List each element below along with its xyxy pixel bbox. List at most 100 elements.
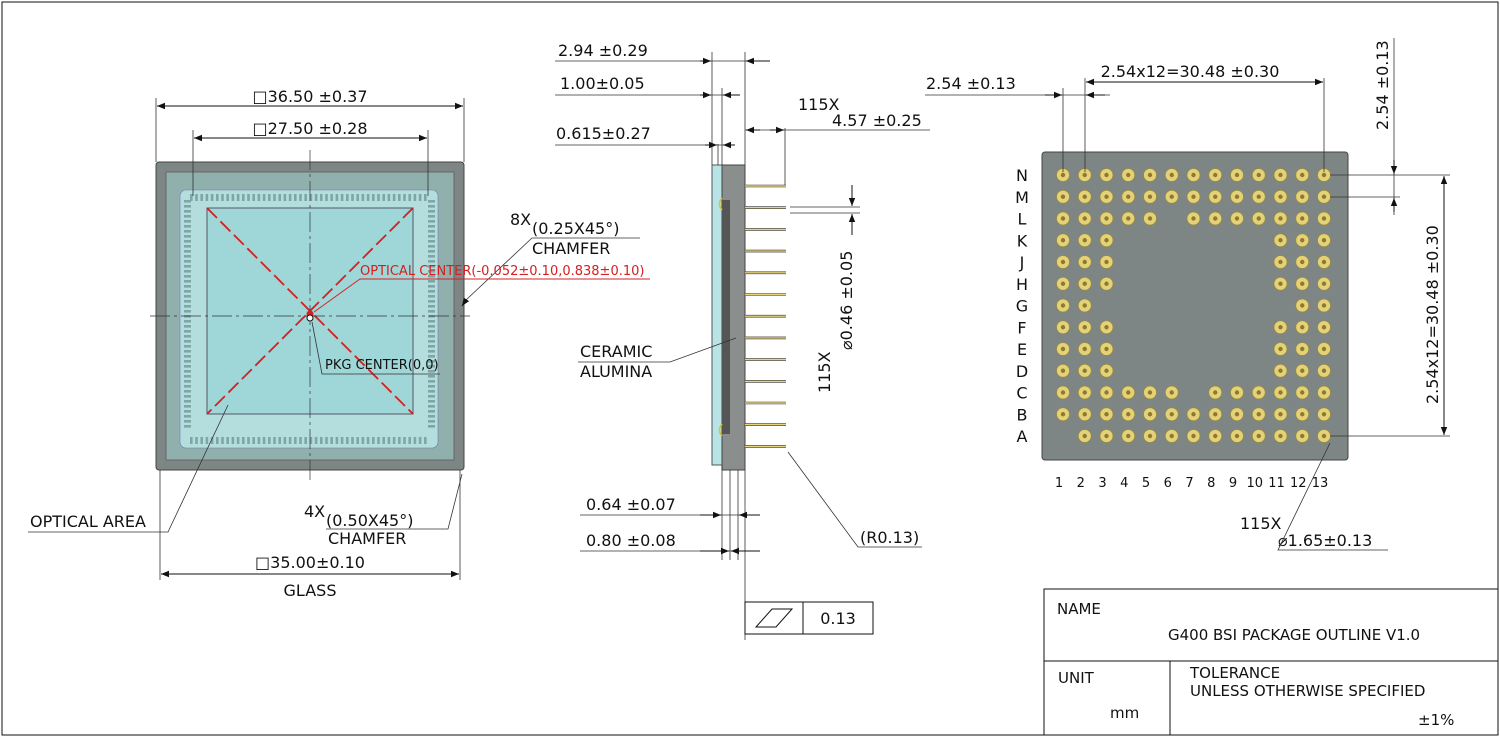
bond-pad (428, 420, 435, 423)
bond-pad (428, 230, 435, 233)
pin-pad-center (1278, 325, 1283, 330)
bond-pad (184, 205, 191, 208)
bond-pad (184, 290, 191, 293)
bond-pad (184, 330, 191, 333)
bond-pad (247, 194, 250, 201)
material-line1: CERAMIC (580, 342, 652, 361)
bond-pad (428, 280, 435, 283)
dim-bottom1: 0.64 ±0.07 (586, 495, 676, 514)
bond-pad (184, 340, 191, 343)
bond-pad (216, 437, 219, 444)
pin-pad-center (1278, 238, 1283, 243)
row-label: N (1016, 166, 1028, 185)
bond-pad (278, 437, 281, 444)
pin-pad-center (1321, 390, 1327, 395)
pin-pad-center (1060, 238, 1066, 243)
bond-pad (309, 437, 313, 444)
bond-pad (330, 194, 333, 201)
bond-pad (428, 350, 435, 353)
row-label: B (1017, 405, 1028, 424)
pin-pad-center (1104, 281, 1109, 286)
bond-pad (428, 295, 435, 298)
bond-pad (428, 225, 435, 228)
optical-center-label: OPTICAL CENTER(-0.052±0.10,0.838±0.10) (360, 264, 644, 279)
pin-pad-center (1147, 433, 1153, 439)
bond-pad (428, 370, 435, 373)
pin-pad-center (1321, 325, 1327, 330)
bond-pad (403, 437, 406, 444)
bond-pad (184, 230, 191, 233)
pin-pad-center (1278, 412, 1283, 417)
pin-pad-center (1300, 346, 1305, 352)
pin-pad-center (1082, 281, 1087, 286)
col-label: 5 (1142, 476, 1150, 491)
bond-pad (226, 437, 229, 444)
bond-pad (428, 210, 435, 213)
bond-pad (184, 395, 191, 398)
pin-pad-center (1321, 238, 1327, 243)
col-label: 8 (1207, 476, 1215, 491)
pin-pad-center (1104, 325, 1109, 330)
bottom-package (1041, 151, 1349, 461)
pin-pad-center (1300, 216, 1305, 221)
bond-pad (366, 194, 370, 201)
bond-pad (346, 437, 349, 444)
bond-pad (190, 194, 193, 201)
bond-pad (428, 385, 435, 388)
bond-pad (205, 437, 209, 444)
bond-pad (184, 380, 191, 383)
col-label: 6 (1164, 476, 1172, 491)
bond-pad (428, 405, 435, 408)
optical-area-label: OPTICAL AREA (30, 512, 146, 531)
bond-pad (221, 437, 224, 444)
bond-pad (184, 310, 191, 313)
bond-pad (428, 325, 435, 328)
bond-pad (294, 194, 297, 201)
pin-pad-center (1082, 303, 1087, 308)
pkg-center-label: PKG CENTER(0,0) (325, 358, 439, 373)
span-dim: 2.54x12=30.48 ±0.30 (1101, 62, 1280, 81)
pin-pad-center (1104, 238, 1109, 243)
bond-pad (278, 194, 281, 201)
pkg-center-circle (306, 314, 314, 322)
pin-pad-center (1278, 172, 1283, 178)
bond-pad (184, 210, 191, 213)
bond-pad (377, 194, 380, 201)
pin-pad-center (1213, 172, 1218, 178)
pin-pad-center (1213, 216, 1218, 221)
bond-pad (184, 345, 191, 348)
pin-pad-center (1169, 172, 1174, 178)
span-dim-vertical: 2.54x12=30.48 ±0.30 (1423, 225, 1442, 404)
pin-pad-center (1082, 368, 1087, 373)
pin-pad-center (1278, 259, 1283, 265)
bond-pad (184, 270, 191, 273)
bond-pad (210, 194, 214, 201)
bond-pad (356, 194, 359, 201)
pin-pad-center (1060, 281, 1066, 286)
bond-pad (299, 437, 302, 444)
pin-pad-center (1278, 368, 1283, 373)
bond-pad (268, 437, 271, 444)
bond-pad (428, 425, 435, 428)
bond-pad (428, 335, 435, 338)
row-label: A (1017, 427, 1028, 446)
bond-pad (325, 437, 328, 444)
bond-pad (184, 420, 191, 423)
bond-pad (428, 255, 435, 258)
col-label: 7 (1185, 476, 1193, 491)
bond-pad (428, 320, 435, 323)
bond-pad (428, 260, 435, 263)
pin-pad-center (1060, 412, 1066, 417)
pin-pad-center (1147, 390, 1153, 395)
pin-pad-center (1300, 172, 1305, 178)
bond-pad (314, 437, 318, 444)
pin-pad-center (1060, 172, 1066, 178)
bond-pad (184, 410, 191, 413)
pin-pad-center (1300, 238, 1305, 243)
unit-value: mm (1110, 704, 1139, 722)
bond-pad (242, 194, 245, 201)
bond-pad (418, 194, 422, 201)
top-view: □36.50 ±0.37 □27.50 ±0.28 8X (0.25X45°) … (28, 87, 650, 600)
pin-pad-center (1082, 412, 1087, 417)
pin-pad-center (1300, 303, 1305, 308)
